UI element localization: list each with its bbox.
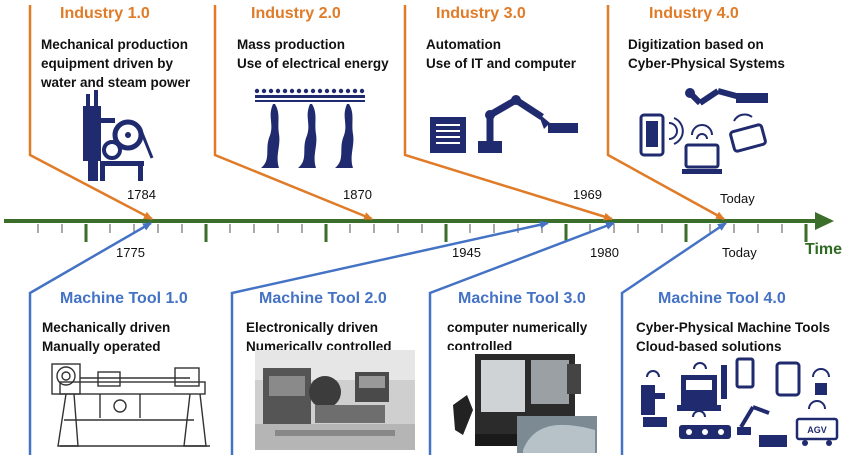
industry-4-year: Today [720, 191, 755, 206]
industry-1-title: Industry 1.0 [60, 5, 150, 22]
robot-arm-icon [430, 95, 578, 153]
lathe-sketch [51, 363, 210, 447]
industry-2-title: Industry 2.0 [251, 5, 341, 22]
industry-1-description: Mechanical production equipment driven b… [41, 35, 216, 92]
industry-3-year: 1969 [573, 187, 602, 202]
machine-tool-4-title: Machine Tool 4.0 [658, 290, 786, 307]
industry-4-line-1: Digitization based on [628, 37, 764, 52]
conveyor-roller [310, 88, 316, 94]
conveyor-roller [268, 88, 274, 94]
conveyor-roller [331, 88, 337, 94]
industry-4-connector [606, 5, 725, 221]
industry-1-line-1: Mechanical production [41, 37, 189, 52]
conveyor-roller [261, 88, 267, 94]
conveyor-roller [289, 88, 295, 94]
machine-tool-1-title: Machine Tool 1.0 [60, 290, 188, 307]
industry-2-description: Mass production Use of electrical energy [237, 35, 407, 73]
timeline-arrowhead [815, 212, 834, 230]
machine-tool-1-line-2: Manually operated [42, 339, 161, 354]
timeline-axis [4, 212, 834, 242]
conveyor-roller [352, 88, 358, 94]
machine-tool-4-year: Today [722, 245, 757, 260]
machine-tool-4-line-1: Cyber-Physical Machine Tools [636, 320, 831, 335]
conveyor-roller [282, 88, 288, 94]
conveyor-icon [254, 88, 365, 168]
industry-1-year: 1784 [127, 187, 156, 202]
machine-tool-2-line-1: Electronically driven [246, 320, 379, 335]
machine-tool-4-line-2: Cloud-based solutions [636, 339, 782, 354]
industry-4-line-2: Cyber-Physical Systems [628, 56, 785, 71]
industry-3-line-2: Use of IT and computer [426, 56, 577, 71]
conveyor-roller [296, 88, 302, 94]
industry-2-connector [213, 5, 373, 221]
industry-4-title: Industry 4.0 [649, 5, 739, 22]
conveyor-roller [275, 88, 281, 94]
machine-tool-2-title: Machine Tool 2.0 [259, 290, 387, 307]
machine-tool-1-year: 1775 [116, 245, 145, 260]
timeline-label: Time [805, 241, 843, 258]
machine-tool-1-connector [28, 221, 152, 455]
nc-machine-photo [255, 350, 415, 450]
industry-2-line-2: Use of electrical energy [237, 56, 389, 71]
cyber-physical-icons: AGV [641, 357, 839, 447]
machine-tool-2-year: 1945 [452, 245, 481, 260]
conveyor-roller [338, 88, 344, 94]
loom-icon [83, 90, 154, 181]
machine-tool-4-connector [620, 221, 727, 455]
machine-tool-1-line-1: Mechanically driven [42, 320, 171, 335]
cnc-machine-photo [445, 350, 600, 453]
machine-tool-3-line-1: computer numerically [447, 320, 588, 335]
machine-tool-2-connector [230, 220, 549, 455]
industry-2-year: 1870 [343, 187, 372, 202]
machine-tool-3-connector [428, 221, 615, 455]
connected-devices-icon [639, 88, 768, 174]
conveyor-roller [345, 88, 351, 94]
conveyor-roller [324, 88, 330, 94]
machine-tool-4-description: Cyber-Physical Machine Tools Cloud-based… [636, 318, 846, 356]
industry-3-connector [403, 5, 613, 221]
agv-label: AGV [807, 425, 827, 435]
machine-tool-3-year: 1980 [590, 245, 619, 260]
industry-1-connector [28, 5, 153, 221]
industry-2-line-1: Mass production [237, 37, 346, 52]
conveyor-roller [254, 88, 260, 94]
industry-3-line-1: Automation [426, 37, 501, 52]
conveyor-roller [359, 88, 365, 94]
industry-1-line-3: water and steam power [41, 75, 191, 90]
machine-tool-3-title: Machine Tool 3.0 [458, 290, 586, 307]
machine-tool-connectors [28, 220, 727, 455]
industry-connectors [28, 5, 725, 221]
conveyor-roller [303, 88, 309, 94]
industry-3-description: Automation Use of IT and computer [426, 35, 601, 73]
machine-tool-1-description: Mechanically driven Manually operated [42, 318, 222, 356]
industry-4-description: Digitization based on Cyber-Physical Sys… [628, 35, 828, 73]
industry-3-title: Industry 3.0 [436, 5, 526, 22]
industry-1-line-2: equipment driven by [41, 56, 174, 71]
conveyor-roller [317, 88, 323, 94]
